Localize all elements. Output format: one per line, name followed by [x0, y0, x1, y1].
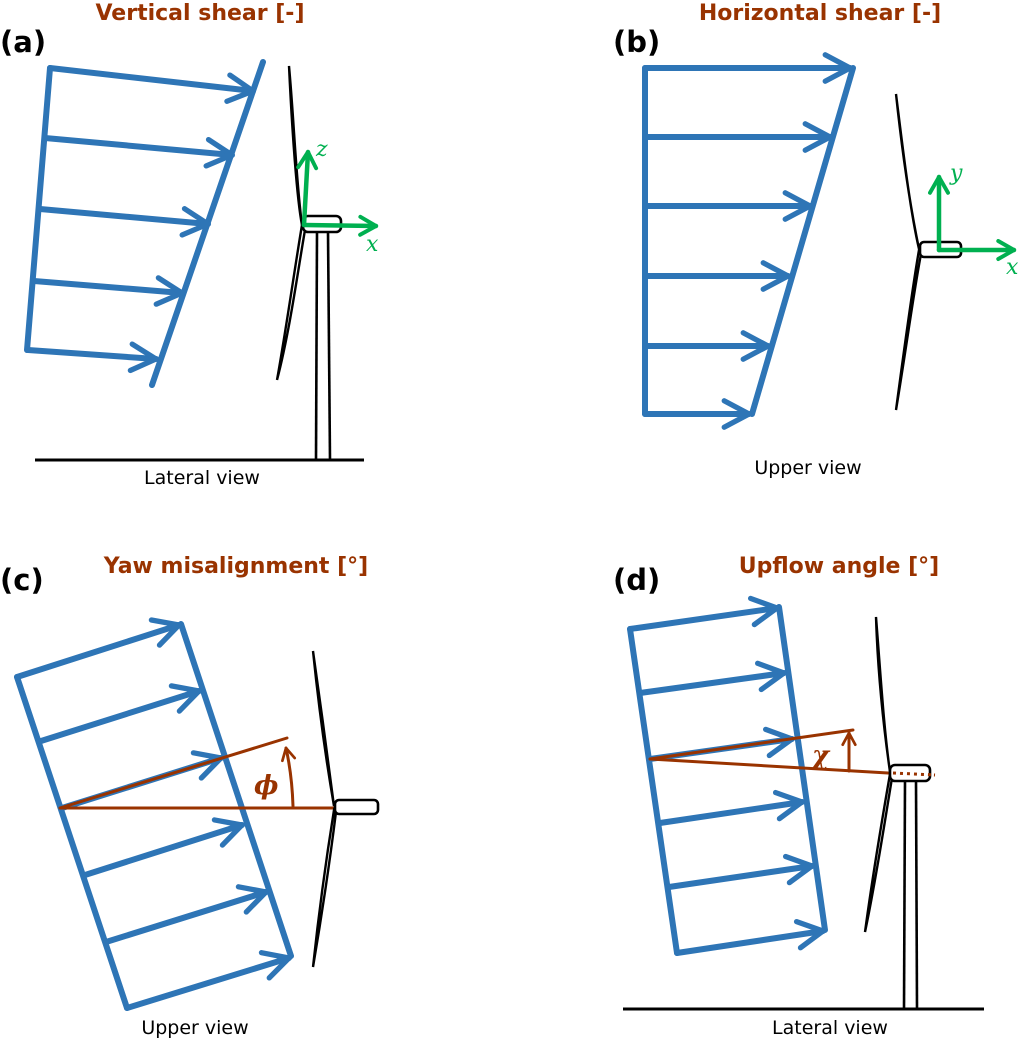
wind-vector-arrow — [47, 65, 256, 104]
tower-left-edge — [902, 779, 907, 1010]
wind-turbine-icon — [623, 616, 984, 1011]
panel-label-b: (b) — [613, 25, 660, 59]
blade-lower — [311, 807, 338, 968]
wind-direction-line — [648, 728, 855, 761]
wind-vector-arrow — [14, 617, 182, 680]
panel-title-a: Vertical shear [-] — [95, 1, 304, 26]
panel-b: (b) Horizontal shear [-] y x Upper view — [613, 1, 1019, 479]
wind-vector-arrow — [674, 918, 826, 956]
x-axis-label: x — [366, 232, 379, 257]
wind-vector-arrow — [82, 817, 245, 878]
blade-lower — [275, 221, 307, 381]
coordinate-axes: z x — [296, 137, 379, 257]
panel-label-a: (a) — [0, 25, 46, 59]
coordinate-axes: y x — [928, 161, 1019, 280]
wind-profile-yawed — [14, 617, 294, 1011]
panel-d: (d) Upflow angle [°] χ — [613, 554, 984, 1039]
wind-profile-upflow — [627, 595, 828, 956]
blade-upper — [894, 93, 921, 250]
blade-upper — [287, 65, 304, 226]
wind-vector-arrow — [31, 275, 185, 307]
view-label-b: Upper view — [754, 457, 861, 479]
wind-vector-arrow — [666, 853, 815, 890]
wind-vector-arrow — [124, 950, 292, 1011]
panel-label-d: (d) — [613, 563, 660, 597]
panel-title-d: Upflow angle [°] — [739, 554, 940, 579]
panel-label-c: (c) — [0, 563, 44, 597]
wind-turbine-icon — [311, 650, 380, 968]
wind-vector-arrow — [42, 135, 235, 169]
wind-direction-line — [58, 736, 289, 810]
profile-base-line — [14, 674, 130, 1011]
wind-vector-arrow — [103, 884, 269, 945]
yaw-angle-symbol: ϕ — [254, 771, 278, 801]
upflow-angle-indicator: χ — [648, 728, 936, 777]
z-axis-label: z — [315, 137, 328, 162]
yaw-angle-indicator: ϕ — [58, 736, 336, 810]
upflow-angle-symbol: χ — [810, 741, 831, 771]
panel-title-b: Horizontal shear [-] — [699, 1, 941, 26]
view-label-c: Upper view — [141, 1017, 248, 1039]
panel-a: (a) Vertical shear [-] z x Lateral — [0, 1, 379, 489]
wind-profile-vertical-shear — [24, 59, 266, 388]
profile-envelope-line — [749, 65, 856, 417]
panel-c: (c) Yaw misalignment [°] ϕ Upper view — [0, 554, 380, 1039]
tower-right-edge — [326, 231, 332, 461]
nacelle — [333, 798, 380, 816]
tower-right-edge — [914, 779, 919, 1010]
wind-vector-arrow — [38, 683, 202, 744]
panel-title-c: Yaw misalignment [°] — [103, 554, 368, 579]
wind-vector-arrow — [37, 206, 211, 238]
wind-vector-arrow — [627, 595, 780, 632]
profile-base-line — [627, 626, 680, 956]
blade-upper — [874, 616, 892, 773]
wind-vector-arrow — [657, 789, 805, 826]
view-label-a: Lateral view — [144, 467, 260, 489]
blade-upper — [311, 650, 336, 807]
wind-turbine-icon — [35, 65, 364, 462]
wind-vector-arrow — [25, 341, 159, 374]
tower-left-edge — [314, 231, 319, 461]
z-axis-arrow — [296, 149, 319, 228]
rotor-axis-dotted-overlay — [892, 771, 936, 777]
view-label-d: Lateral view — [772, 1017, 888, 1039]
blade-lower — [863, 770, 894, 933]
angle-arc-arrow — [281, 746, 297, 808]
x-axis-label: x — [1006, 255, 1019, 280]
rotor-axis-line — [648, 757, 890, 775]
blade-lower — [894, 246, 923, 411]
wind-turbine-icon — [894, 93, 963, 411]
y-axis-label: y — [949, 161, 963, 186]
wind-profile-horizontal-shear — [642, 52, 856, 430]
wind-vector-arrow — [637, 660, 787, 696]
x-axis-arrow — [301, 214, 379, 237]
profile-envelope-line — [178, 621, 294, 959]
